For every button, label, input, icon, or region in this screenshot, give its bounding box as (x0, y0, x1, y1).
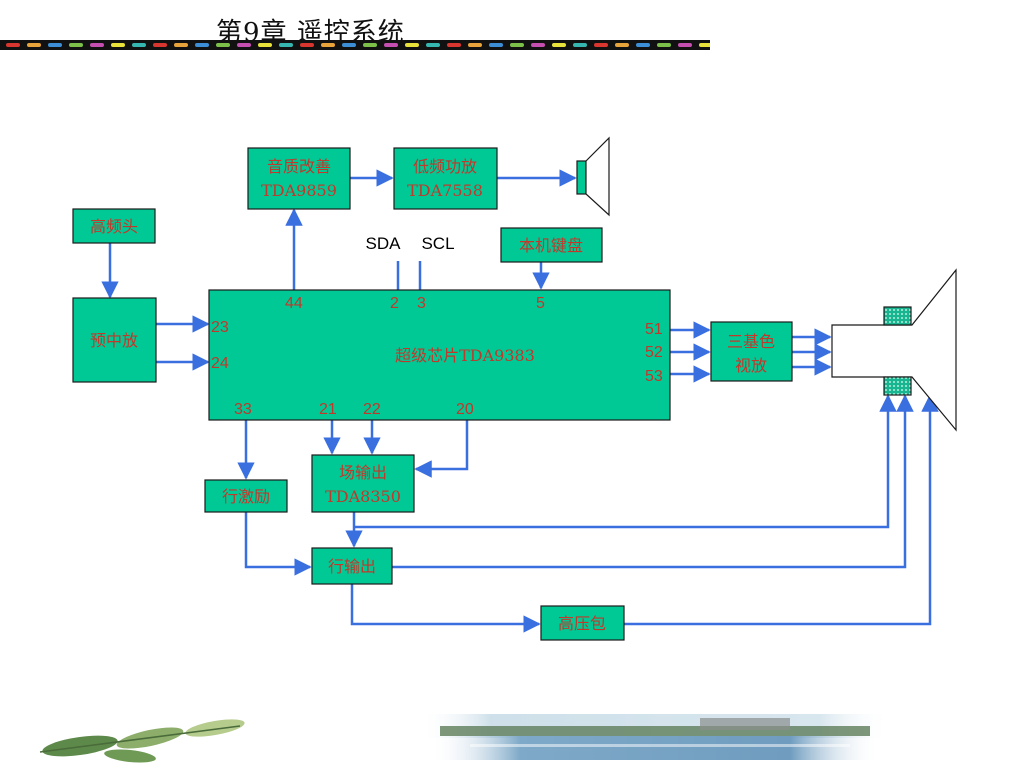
band-dash (426, 43, 440, 47)
arrow-field-to-yoke (354, 394, 897, 529)
pin-5: 5 (536, 295, 545, 312)
audio-amplifier-label: 低频功放 (413, 157, 477, 176)
arrow-hout-to-flyback (350, 584, 541, 633)
title-decor-band (0, 40, 710, 50)
landscape-image (420, 714, 890, 760)
arrow-hdrive-to-hout (244, 512, 312, 576)
band-dash (573, 43, 587, 47)
rgb-amp-label-1: 三基色 (727, 332, 775, 351)
band-dash (594, 43, 608, 47)
crt-tube-icon (831, 268, 957, 432)
band-dash (384, 43, 398, 47)
band-dash (216, 43, 230, 47)
band-dash (132, 43, 146, 47)
pin-51: 51 (645, 321, 663, 338)
block-keypad (500, 227, 603, 263)
pin-2: 2 (390, 295, 399, 312)
main-chip-label: 超级芯片TDA9383 (395, 346, 535, 365)
field-output-part: TDA8350 (325, 487, 401, 506)
audio-processor-part: TDA9859 (261, 181, 337, 200)
pin-53: 53 (645, 368, 663, 385)
block-audio-amplifier (393, 147, 498, 210)
band-dash (699, 43, 710, 47)
audio-amplifier-part: TDA7558 (407, 181, 483, 200)
band-dash (342, 43, 356, 47)
block-audio-processor (247, 147, 351, 210)
block-rgb-amp (710, 321, 793, 382)
band-dash (489, 43, 503, 47)
audio-processor-label: 音质改善 (267, 157, 331, 176)
band-dash (90, 43, 104, 47)
band-dash (153, 43, 167, 47)
pin-22: 22 (363, 401, 381, 418)
band-dash (6, 43, 20, 47)
block-preamp (72, 297, 157, 383)
band-dash (27, 43, 41, 47)
band-dash (552, 43, 566, 47)
field-output-label: 场输出 (339, 463, 387, 482)
rgb-amp-label-2: 视放 (735, 356, 767, 375)
band-dash (363, 43, 377, 47)
band-dash (657, 43, 671, 47)
arrow-pin20-to-field (414, 420, 469, 478)
block-field-output (311, 454, 415, 513)
band-dash (447, 43, 461, 47)
keypad-label: 本机键盘 (519, 236, 583, 255)
pin-3: 3 (417, 295, 426, 312)
arrow-hout-to-yoke (392, 394, 914, 569)
band-dash (279, 43, 293, 47)
pin-20: 20 (456, 401, 474, 418)
scl-label: SCL (421, 234, 454, 253)
band-dash (321, 43, 335, 47)
band-dash (48, 43, 62, 47)
deflection-yoke-top (883, 306, 912, 326)
block-main-chip (208, 289, 671, 421)
band-dash (510, 43, 524, 47)
band-dash (237, 43, 251, 47)
pin-33: 33 (234, 401, 252, 418)
tuner-label: 高频头 (90, 217, 138, 236)
band-dash (258, 43, 272, 47)
band-dash (174, 43, 188, 47)
band-dash (405, 43, 419, 47)
sda-label: SDA (366, 234, 402, 253)
pin-24: 24 (211, 355, 229, 372)
arrow-flyback-to-crt (624, 394, 939, 626)
band-dash (300, 43, 314, 47)
band-dash (531, 43, 545, 47)
footer-decoration (39, 714, 890, 763)
band-dash (69, 43, 83, 47)
band-dash (195, 43, 209, 47)
pin-21: 21 (319, 401, 337, 418)
deflection-yoke-bottom (883, 376, 912, 396)
pin-52: 52 (645, 344, 663, 361)
h-output-label: 行输出 (328, 557, 376, 576)
flyback-label: 高压包 (558, 614, 606, 633)
pin-44: 44 (285, 295, 303, 312)
pin-23: 23 (211, 319, 229, 336)
block-h-drive (204, 479, 288, 513)
preamp-label: 预中放 (90, 331, 138, 350)
band-dash (468, 43, 482, 47)
band-dash (678, 43, 692, 47)
band-dash (111, 43, 125, 47)
block-tuner (72, 208, 156, 244)
h-drive-label: 行激励 (222, 487, 270, 506)
block-flyback (540, 605, 625, 641)
block-diagram: 音质改善 TDA9859 低频功放 TDA7558 高频头 本机键盘 预中放 超… (72, 136, 957, 641)
speaker-icon (576, 136, 610, 217)
band-dash (615, 43, 629, 47)
band-dash (636, 43, 650, 47)
block-h-output (311, 547, 393, 585)
leaf-branch-icon (39, 719, 245, 763)
